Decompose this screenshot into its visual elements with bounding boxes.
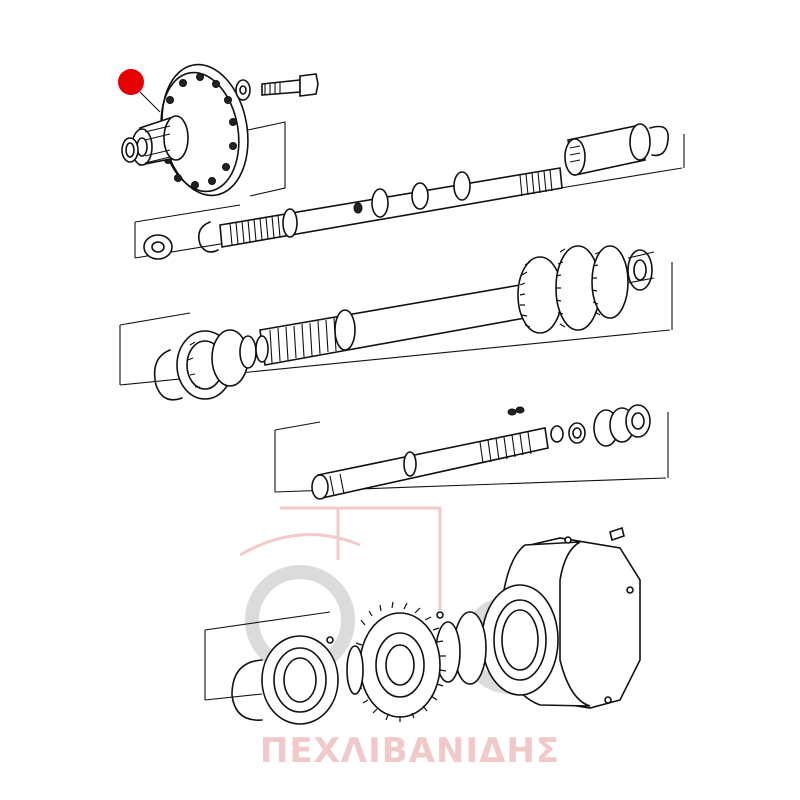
circlip: [153, 349, 183, 401]
output-shaft-assembly: [274, 404, 669, 500]
marker-leader-line: [139, 91, 161, 113]
bolt: [261, 73, 319, 97]
flange-bolt-holes: [164, 73, 237, 189]
watermark-text: ΠΕΧΛΙΒΑΝΙΔΗΣ: [259, 731, 561, 771]
circlip: [231, 659, 263, 721]
thrust-washer: [143, 234, 173, 260]
bearing: [176, 329, 249, 400]
cluster-gear: [517, 245, 655, 334]
splined-input-shaft-assembly: [134, 123, 685, 260]
highlight-marker-dot: [118, 69, 144, 95]
housing-gear-bearing-assembly: [204, 526, 641, 725]
flange-assembly: [121, 63, 319, 197]
circlip: [197, 221, 219, 253]
main-shaft-gear-assembly: [119, 245, 673, 401]
washer: [235, 79, 251, 101]
main-drive-gear: [353, 601, 447, 722]
